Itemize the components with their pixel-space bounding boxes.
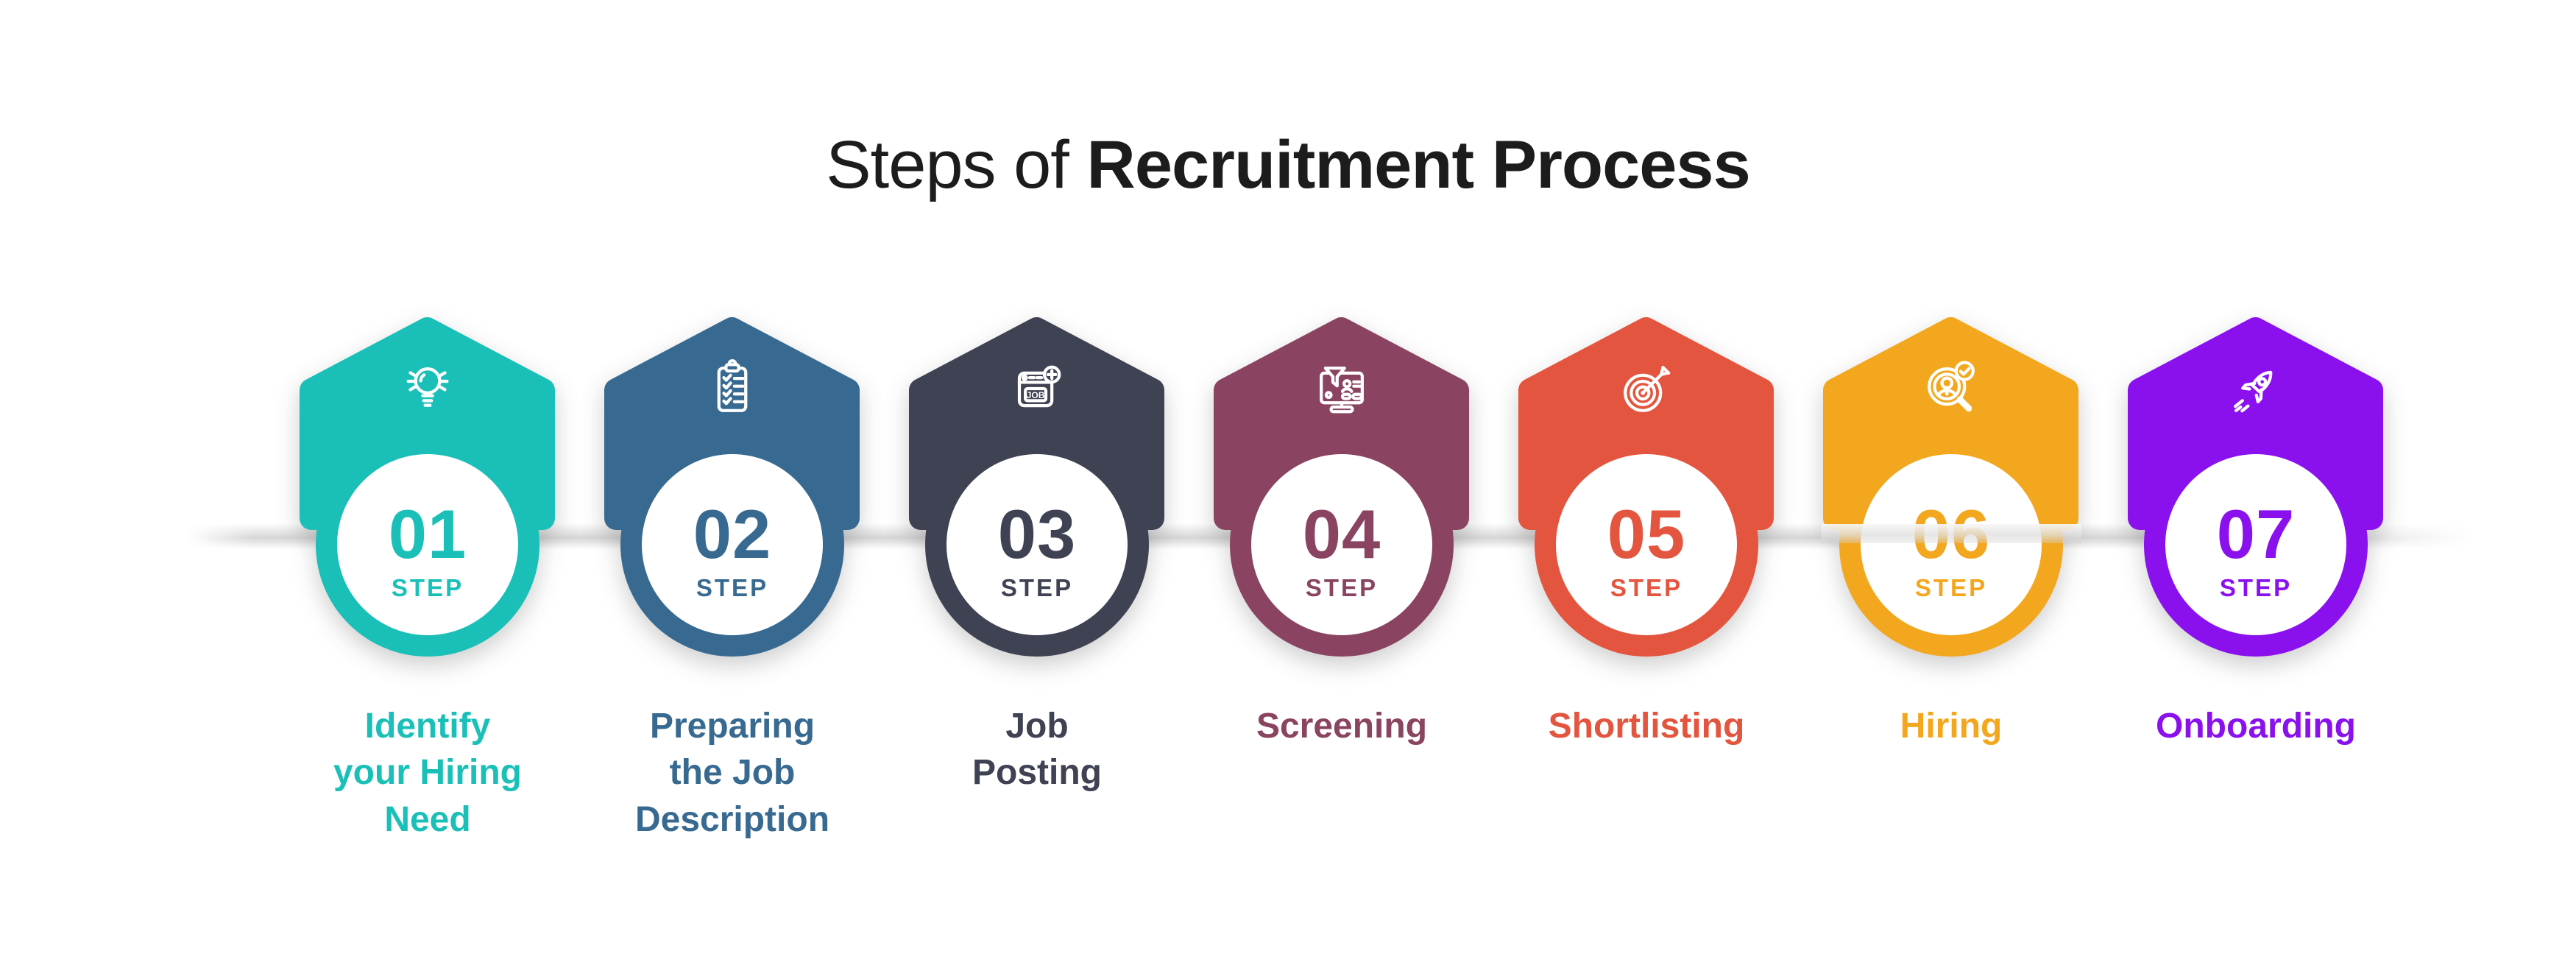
steps-row: 01 STEP Identify your Hiring Need: [275, 313, 2408, 872]
step-icon-slot: JOB: [1002, 354, 1072, 425]
step-word: STEP: [391, 574, 464, 602]
step-word: STEP: [1914, 574, 1988, 602]
step-column-3: JOB 03 STEP Job Posting: [885, 313, 1189, 872]
step-badge: 05 STEP: [1494, 313, 1799, 659]
step-icon-slot: [1916, 354, 1986, 425]
step-number-ring: 04 STEP: [1230, 433, 1454, 657]
step-column-2: 02 STEP Preparing the Job Description: [580, 313, 885, 872]
step-column-4: 04 STEP Screening: [1189, 313, 1494, 872]
candidate-magnifier-icon: [1928, 361, 1975, 412]
step-badge: 01 STEP: [275, 313, 580, 659]
title-emphasis: Recruitment Process: [1086, 127, 1750, 202]
step-number-ring: 02 STEP: [620, 433, 844, 657]
job-posting-window-icon: JOB: [1017, 365, 1061, 408]
step-number-circle: 04 STEP: [1251, 454, 1432, 635]
job-label-text: JOB: [1027, 390, 1045, 400]
lightbulb-idea-icon: [406, 367, 449, 407]
step-icon-slot: [1611, 354, 1682, 425]
step-number: 04: [1302, 495, 1381, 573]
step-title: Job Posting: [972, 707, 1102, 793]
step-number: 02: [693, 495, 772, 573]
step-word: STEP: [1000, 574, 1074, 602]
step-number: 03: [997, 495, 1077, 573]
page-title: Steps of Recruitment Process: [0, 130, 2576, 201]
divider-overlay: [1821, 524, 2081, 543]
step-column-7: 07 STEP Onboarding: [2103, 313, 2408, 872]
step-column-1: 01 STEP Identify your Hiring Need: [275, 313, 580, 872]
step-icon-slot: [2221, 354, 2291, 425]
step-number-ring: 03 STEP: [925, 433, 1149, 657]
step-number-circle: 06 STEP: [1861, 454, 2042, 635]
step-number-circle: 05 STEP: [1556, 454, 1737, 635]
step-column-5: 05 STEP Shortlisting: [1494, 313, 1799, 872]
step-badge: JOB 03 STEP: [885, 313, 1189, 659]
step-number-ring: 07 STEP: [2144, 433, 2368, 657]
step-number: 01: [388, 495, 467, 573]
step-word: STEP: [1305, 574, 1379, 602]
step-number-ring: 05 STEP: [1535, 433, 1758, 657]
step-number-circle: 03 STEP: [946, 454, 1128, 635]
step-icon-slot: [392, 354, 463, 425]
step-word: STEP: [2219, 574, 2293, 602]
step-badge: 04 STEP: [1189, 313, 1494, 659]
step-badge: 07 STEP: [2103, 313, 2408, 659]
step-title: Onboarding: [2156, 707, 2356, 746]
step-title: Hiring: [1900, 707, 2003, 746]
title-prefix: Steps of: [826, 127, 1087, 202]
step-badge: 02 STEP: [580, 313, 885, 659]
step-number-ring: 01 STEP: [316, 433, 539, 657]
step-word: STEP: [696, 574, 769, 602]
step-word: STEP: [1610, 574, 1683, 602]
step-number-ring: 06 STEP: [1839, 433, 2063, 657]
step-icon-slot: [1306, 354, 1377, 425]
step-number-circle: 01 STEP: [337, 454, 518, 635]
step-title: Shortlisting: [1548, 707, 1745, 746]
step-title: Identify your Hiring Need: [333, 707, 522, 839]
clipboard-checklist-icon: [717, 359, 748, 412]
step-number: 07: [2216, 495, 2296, 573]
step-number-circle: 02 STEP: [642, 454, 823, 635]
dartboard-target-icon: [1624, 366, 1671, 412]
step-badge: 06 STEP: [1799, 313, 2103, 659]
step-column-6: 06 STEP Hiring: [1799, 313, 2103, 872]
rocket-launch-icon: [2234, 370, 2273, 413]
step-title: Screening: [1256, 707, 1428, 746]
step-number: 05: [1607, 495, 1686, 573]
step-icon-slot: [697, 354, 768, 425]
step-title: Preparing the Job Description: [634, 707, 830, 839]
screening-filter-monitor-icon: [1320, 367, 1364, 414]
step-number-circle: 07 STEP: [2165, 454, 2346, 635]
